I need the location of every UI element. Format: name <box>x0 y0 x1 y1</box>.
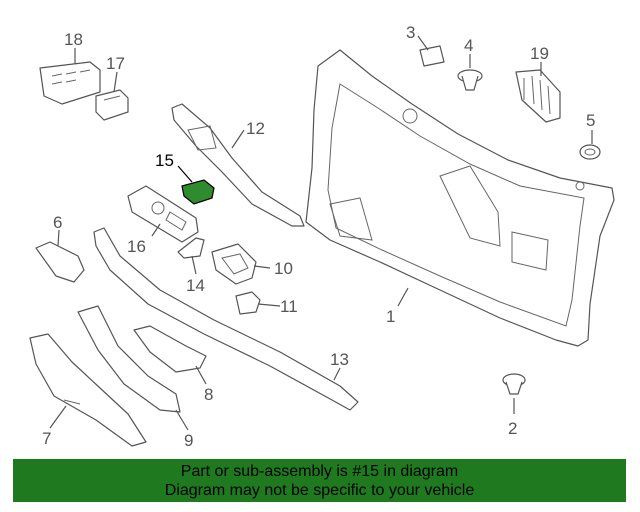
part-4-button-clip[interactable] <box>457 69 483 91</box>
callout-labels: 18 17 12 15 16 14 6 10 11 13 8 9 7 1 3 4… <box>42 23 595 450</box>
callout-12[interactable]: 12 <box>246 119 265 138</box>
part-19-ribbed-bracket[interactable] <box>515 69 561 123</box>
callout-8[interactable]: 8 <box>204 385 213 404</box>
part-16-switch-bezel[interactable] <box>127 185 199 243</box>
part-10-handle-cup[interactable] <box>211 243 257 285</box>
part-3-bracket[interactable] <box>419 45 445 67</box>
part-18-window-switch[interactable] <box>39 61 101 105</box>
callout-13[interactable]: 13 <box>330 350 349 369</box>
part-11-clip[interactable] <box>235 291 261 315</box>
banner-line-1: Part or sub-assembly is #15 in diagram <box>180 462 459 480</box>
part-5-ring-seal[interactable] <box>579 144 601 160</box>
part-9-curved-panel[interactable] <box>77 305 181 413</box>
callout-16[interactable]: 16 <box>127 237 146 256</box>
part-info-banner: Part or sub-assembly is #15 in diagram D… <box>13 459 626 502</box>
callout-4[interactable]: 4 <box>464 36 473 55</box>
callout-15[interactable]: 15 <box>155 151 174 170</box>
part-13-lower-trim[interactable] <box>93 227 359 411</box>
banner-line-2: Diagram may not be specific to your vehi… <box>164 481 475 499</box>
callout-11[interactable]: 11 <box>280 297 298 316</box>
callout-17[interactable]: 17 <box>106 54 125 73</box>
part-15-switch-highlighted[interactable] <box>181 179 215 205</box>
part-17-switch[interactable] <box>95 89 129 121</box>
callout-2[interactable]: 2 <box>508 419 517 438</box>
part-2-push-clip[interactable] <box>502 373 526 395</box>
callout-18[interactable]: 18 <box>64 30 83 49</box>
callout-3[interactable]: 3 <box>406 23 415 42</box>
callout-5[interactable]: 5 <box>586 111 595 130</box>
part-7-lower-panel[interactable] <box>29 333 147 447</box>
callout-14[interactable]: 14 <box>186 276 205 295</box>
part-14-bracket[interactable] <box>177 237 205 259</box>
callout-10[interactable]: 10 <box>274 259 293 278</box>
callout-6[interactable]: 6 <box>53 213 62 232</box>
leader-lines <box>49 35 593 431</box>
callout-9[interactable]: 9 <box>184 431 193 450</box>
part-8-armrest[interactable] <box>133 325 207 373</box>
part-12-trim-strip[interactable] <box>171 103 305 227</box>
callout-7[interactable]: 7 <box>42 429 51 448</box>
part-1-door-panel[interactable] <box>305 49 615 347</box>
callout-19[interactable]: 19 <box>530 44 549 63</box>
part-6-cover[interactable] <box>35 241 85 283</box>
callout-1[interactable]: 1 <box>386 307 395 326</box>
